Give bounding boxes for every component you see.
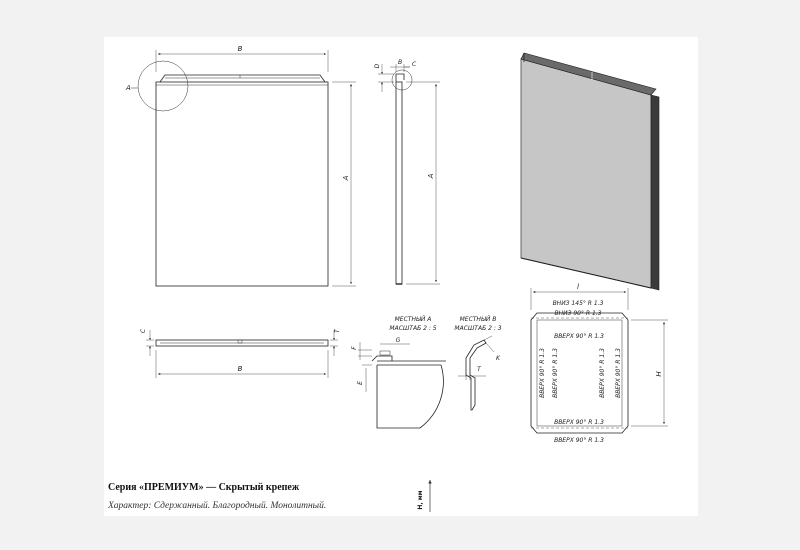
side-dim-height: A: [427, 173, 435, 179]
side-dim-b: B: [398, 59, 402, 66]
front-top-flange: [159, 74, 326, 83]
bottom-view: C T B: [140, 328, 341, 378]
unfold-top-note-1: ВНИЗ 145° R 1.3: [553, 300, 604, 307]
front-panel-outline: [155, 81, 329, 287]
panel-top-flange: [520, 52, 657, 96]
character-description: Характер: Сдержанный. Благородный. Монол…: [108, 501, 327, 511]
unfold-bottom-note-1: ВВЕРХ 90° R 1.3: [554, 419, 604, 426]
side-panel-outline: [395, 81, 403, 285]
unfold-right-note-2: ВВЕРХ 90° R 1.3: [615, 348, 622, 398]
front-dim-height: A: [342, 175, 350, 181]
unfold-dim-l: l: [577, 283, 579, 291]
detail-a-arc: [376, 364, 444, 429]
panel-face: [520, 58, 652, 289]
unfold-left-note-2: ВВЕРХ 90° R 1.3: [552, 348, 559, 398]
detail-b-dim-t: T: [477, 366, 482, 373]
detail-a-dim-g: G: [396, 337, 401, 344]
detail-a: МЕСТНЫЙ А МАСШТАБ 2 : 5 G F E: [351, 316, 446, 429]
isometric-view: [520, 52, 660, 291]
front-view: B A A: [125, 45, 356, 287]
series-title: Серия «ПРЕМИУМ» — Скрытый крепеж: [108, 482, 300, 493]
detail-b-title-1: МЕСТНЫЙ В: [460, 316, 497, 323]
unfold-dim-h: H: [655, 371, 663, 377]
detail-b-dim-k: K: [496, 355, 501, 362]
detail-a-callout-circle: [137, 60, 189, 112]
unfold-right-note-1: ВВЕРХ 90° R 1.3: [599, 348, 606, 398]
bottom-dim-c: C: [140, 328, 147, 333]
height-stamp: Н, мм: [417, 480, 432, 512]
side-dim-c: C: [412, 61, 417, 68]
front-dim-width: B: [238, 45, 243, 53]
unfold-left-note-1: ВВЕРХ 90° R 1.3: [539, 348, 546, 398]
detail-a-dim-f: F: [351, 346, 358, 350]
unfold-bottom-note-2: ВВЕРХ 90° R 1.3: [554, 437, 604, 444]
unfold-top-note-3: ВВЕРХ 90° R 1.3: [554, 333, 604, 340]
detail-a-title-1: МЕСТНЫЙ А: [395, 316, 432, 323]
detail-b: МЕСТНЫЙ В МАСШТАБ 2 : 3 K T: [454, 316, 502, 411]
detail-b-callout-circle: [391, 69, 413, 91]
unfold-outline: [530, 312, 629, 434]
side-dim-d: D: [374, 63, 381, 68]
unfold-top-note-2: ВНИЗ 90° R 1.3: [554, 310, 601, 317]
detail-b-title-2: МАСШТАБ 2 : 3: [454, 325, 501, 332]
panel-edge: [650, 94, 660, 291]
detail-a-title-2: МАСШТАБ 2 : 5: [389, 325, 436, 332]
side-view: D B C A: [374, 59, 440, 285]
height-stamp-label: Н, мм: [417, 490, 424, 509]
front-callout-label: A: [125, 84, 131, 92]
bottom-dim-t: T: [334, 328, 341, 333]
detail-a-dim-e: E: [357, 381, 364, 385]
bottom-dim-width: B: [238, 365, 243, 373]
unfold-view: l H ВНИЗ 145° R 1.3 ВНИЗ 90° R 1.3 ВВЕРХ…: [530, 283, 668, 444]
detail-b-profile: [465, 339, 487, 411]
